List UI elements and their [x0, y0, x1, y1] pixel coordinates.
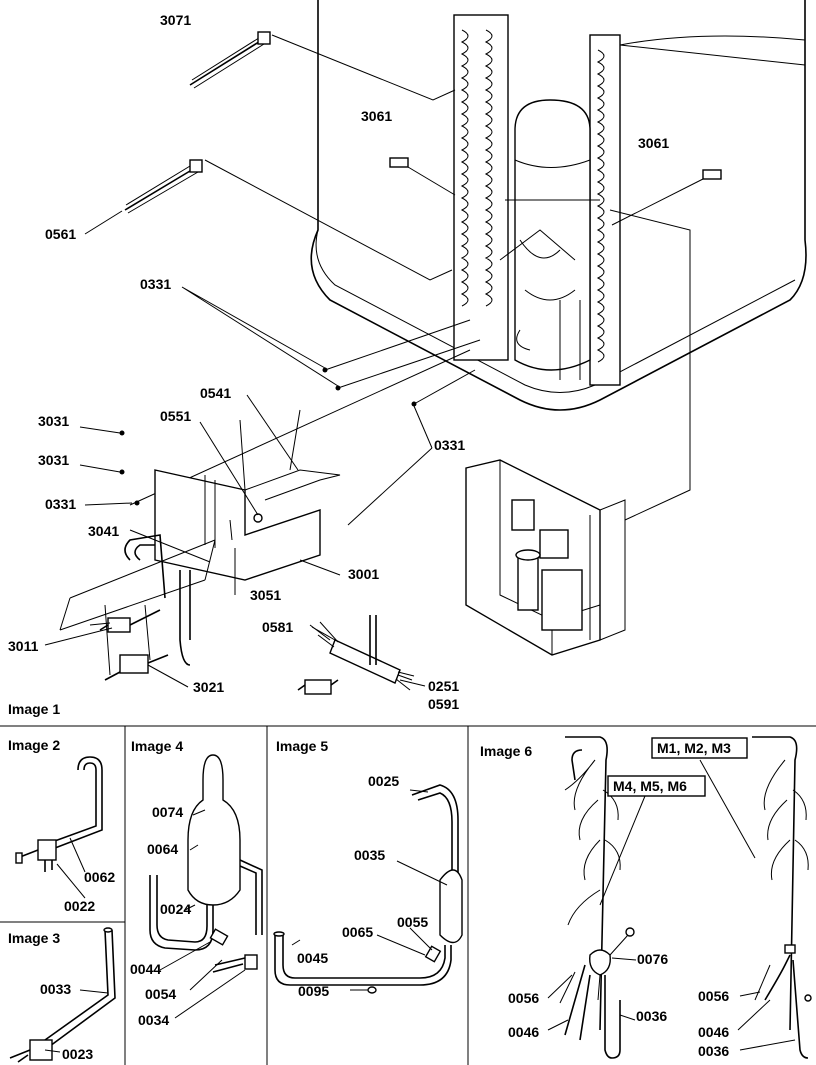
callout-0035: 0035: [354, 847, 385, 863]
screw-0561: [124, 159, 203, 214]
callout-0065: 0065: [342, 924, 373, 940]
callout-0022: 0022: [64, 898, 95, 914]
image-6-tubing-assemblies: Image 6 M1, M2, M3 M4, M5, M6 0076 0056 …: [480, 736, 812, 1059]
image-1-exploded-view: 3071 3061 3061 0561 0331 0541 0551 3031 …: [8, 0, 807, 717]
clip-3061-right: [702, 169, 722, 180]
callout-3031-top: 3031: [38, 413, 69, 429]
callout-0561: 0561: [45, 226, 76, 242]
image-2-title: Image 2: [8, 737, 60, 753]
m456-box: [607, 775, 706, 797]
callout-0036-right: 0036: [698, 1043, 729, 1059]
callout-0331-left: 0331: [45, 496, 76, 512]
callout-3031-bottom: 3031: [38, 452, 69, 468]
control-box-cover-3001: [154, 469, 341, 581]
callout-0036-left: 0036: [636, 1008, 667, 1024]
callout-0034: 0034: [138, 1012, 169, 1028]
label-m4-m5-m6: M4, M5, M6: [613, 778, 687, 794]
image-3-service-valve: Image 3 0033 0023: [8, 927, 116, 1063]
image-4-accumulator: Image 4 0074 0064 0024 0044 0054 0034: [130, 738, 263, 1028]
callout-0251: 0251: [428, 678, 459, 694]
callout-0581: 0581: [262, 619, 293, 635]
electrical-box: [465, 459, 626, 656]
callout-0062: 0062: [84, 869, 115, 885]
image-2-service-valve: Image 2 0062 0022: [8, 737, 115, 914]
callout-0045: 0045: [297, 950, 328, 966]
panel-dividers: [0, 725, 816, 1065]
image-4-title: Image 4: [131, 738, 183, 754]
callout-0064: 0064: [147, 841, 178, 857]
callout-3061-left: 3061: [361, 108, 392, 124]
callout-3021: 3021: [193, 679, 224, 695]
callout-0046-right: 0046: [698, 1024, 729, 1040]
callout-0331-right: 0331: [434, 437, 465, 453]
image-5-muffler: Image 5 0025 0035 0065 0055 0045 0095: [273, 738, 463, 999]
screw-3071: [189, 31, 271, 89]
callout-3051: 3051: [250, 587, 281, 603]
callout-0055: 0055: [397, 914, 428, 930]
callout-0074: 0074: [152, 804, 183, 820]
clip-3061-left: [389, 157, 409, 168]
callout-0541: 0541: [200, 385, 231, 401]
callout-0025: 0025: [368, 773, 399, 789]
callout-0591: 0591: [428, 696, 459, 712]
image-5-title: Image 5: [276, 738, 328, 754]
callout-0033: 0033: [40, 981, 71, 997]
callout-0056-left: 0056: [508, 990, 539, 1006]
callout-3011: 3011: [8, 638, 39, 654]
callout-0044: 0044: [130, 961, 161, 977]
callout-0046-left: 0046: [508, 1024, 539, 1040]
callout-0331-top: 0331: [140, 276, 171, 292]
callout-0056-right: 0056: [698, 988, 729, 1004]
callout-0076: 0076: [637, 951, 668, 967]
callout-3061-right: 3061: [638, 135, 669, 151]
callout-3041: 3041: [88, 523, 119, 539]
callout-3001: 3001: [348, 566, 379, 582]
image-1-title: Image 1: [8, 701, 60, 717]
callout-0551: 0551: [160, 408, 191, 424]
image-3-title: Image 3: [8, 930, 60, 946]
callout-0095: 0095: [298, 983, 329, 999]
callout-0054: 0054: [145, 986, 176, 1002]
callout-0024: 0024: [160, 901, 191, 917]
image-6-title: Image 6: [480, 743, 532, 759]
m123-box: [651, 737, 748, 759]
callout-0023: 0023: [62, 1046, 93, 1062]
label-m1-m2-m3: M1, M2, M3: [657, 740, 731, 756]
callout-3071: 3071: [160, 12, 191, 28]
